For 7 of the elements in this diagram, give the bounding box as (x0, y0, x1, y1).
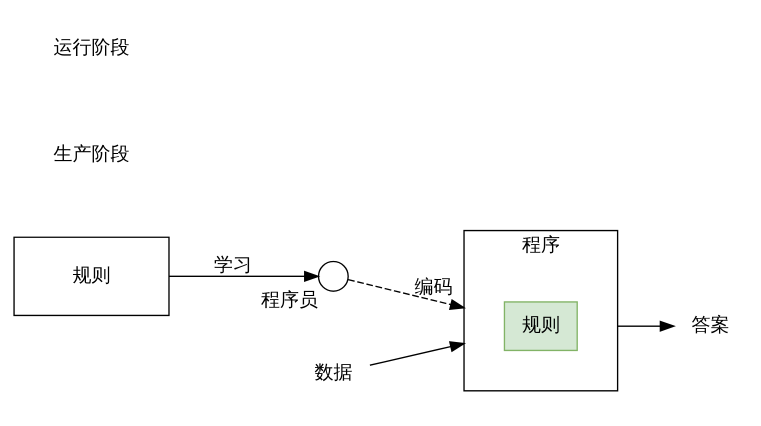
node-text: 数据 (314, 361, 352, 384)
node-text: 答案 (692, 314, 730, 336)
edge-label: 编码 (414, 276, 453, 298)
node-label: 程序员 (261, 289, 318, 312)
label: 运行阶段 (54, 36, 130, 59)
label: 生产阶段 (54, 143, 130, 166)
edge-label: 学习 (214, 254, 252, 276)
